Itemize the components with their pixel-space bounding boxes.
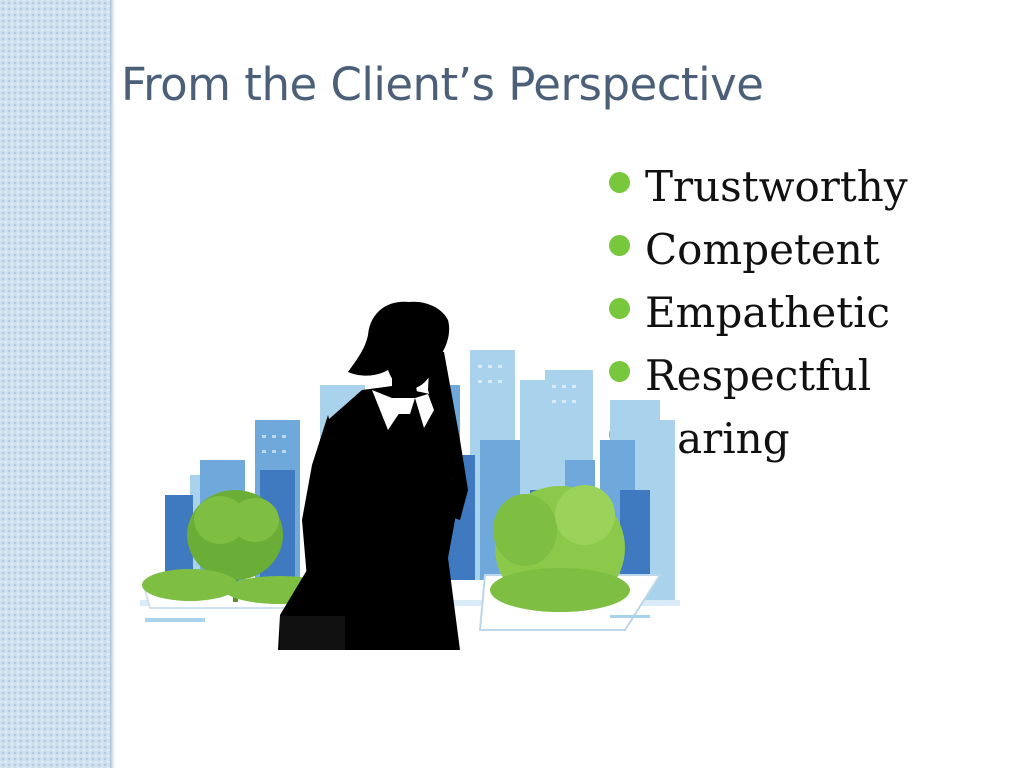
bullet-item-empathetic: Empathetic xyxy=(609,288,908,351)
bullet-list: Trustworthy Competent Empathetic Respect… xyxy=(609,162,908,477)
decorative-side-band xyxy=(0,0,110,768)
bullet-text: Empathetic xyxy=(645,288,891,337)
bullet-dot-icon xyxy=(609,235,630,256)
slide-title: From the Client’s Perspective xyxy=(121,58,764,111)
side-band-edge xyxy=(110,0,115,768)
businesswoman-city-illustration xyxy=(140,301,680,650)
bullet-text: Competent xyxy=(645,225,880,274)
bullet-item-trustworthy: Trustworthy xyxy=(609,162,908,225)
bullet-text: Respectful xyxy=(645,351,872,400)
bullet-item-respectful: Respectful xyxy=(609,351,908,414)
right-bush xyxy=(490,485,630,612)
bullet-item-competent: Competent xyxy=(609,225,908,288)
bullet-dot-icon xyxy=(609,298,630,319)
businesswoman-silhouette xyxy=(278,301,468,650)
skyline-windows xyxy=(262,365,576,453)
bullet-dot-icon xyxy=(609,361,630,382)
bullet-dot-icon xyxy=(609,172,630,193)
bullet-text: Trustworthy xyxy=(645,162,908,211)
